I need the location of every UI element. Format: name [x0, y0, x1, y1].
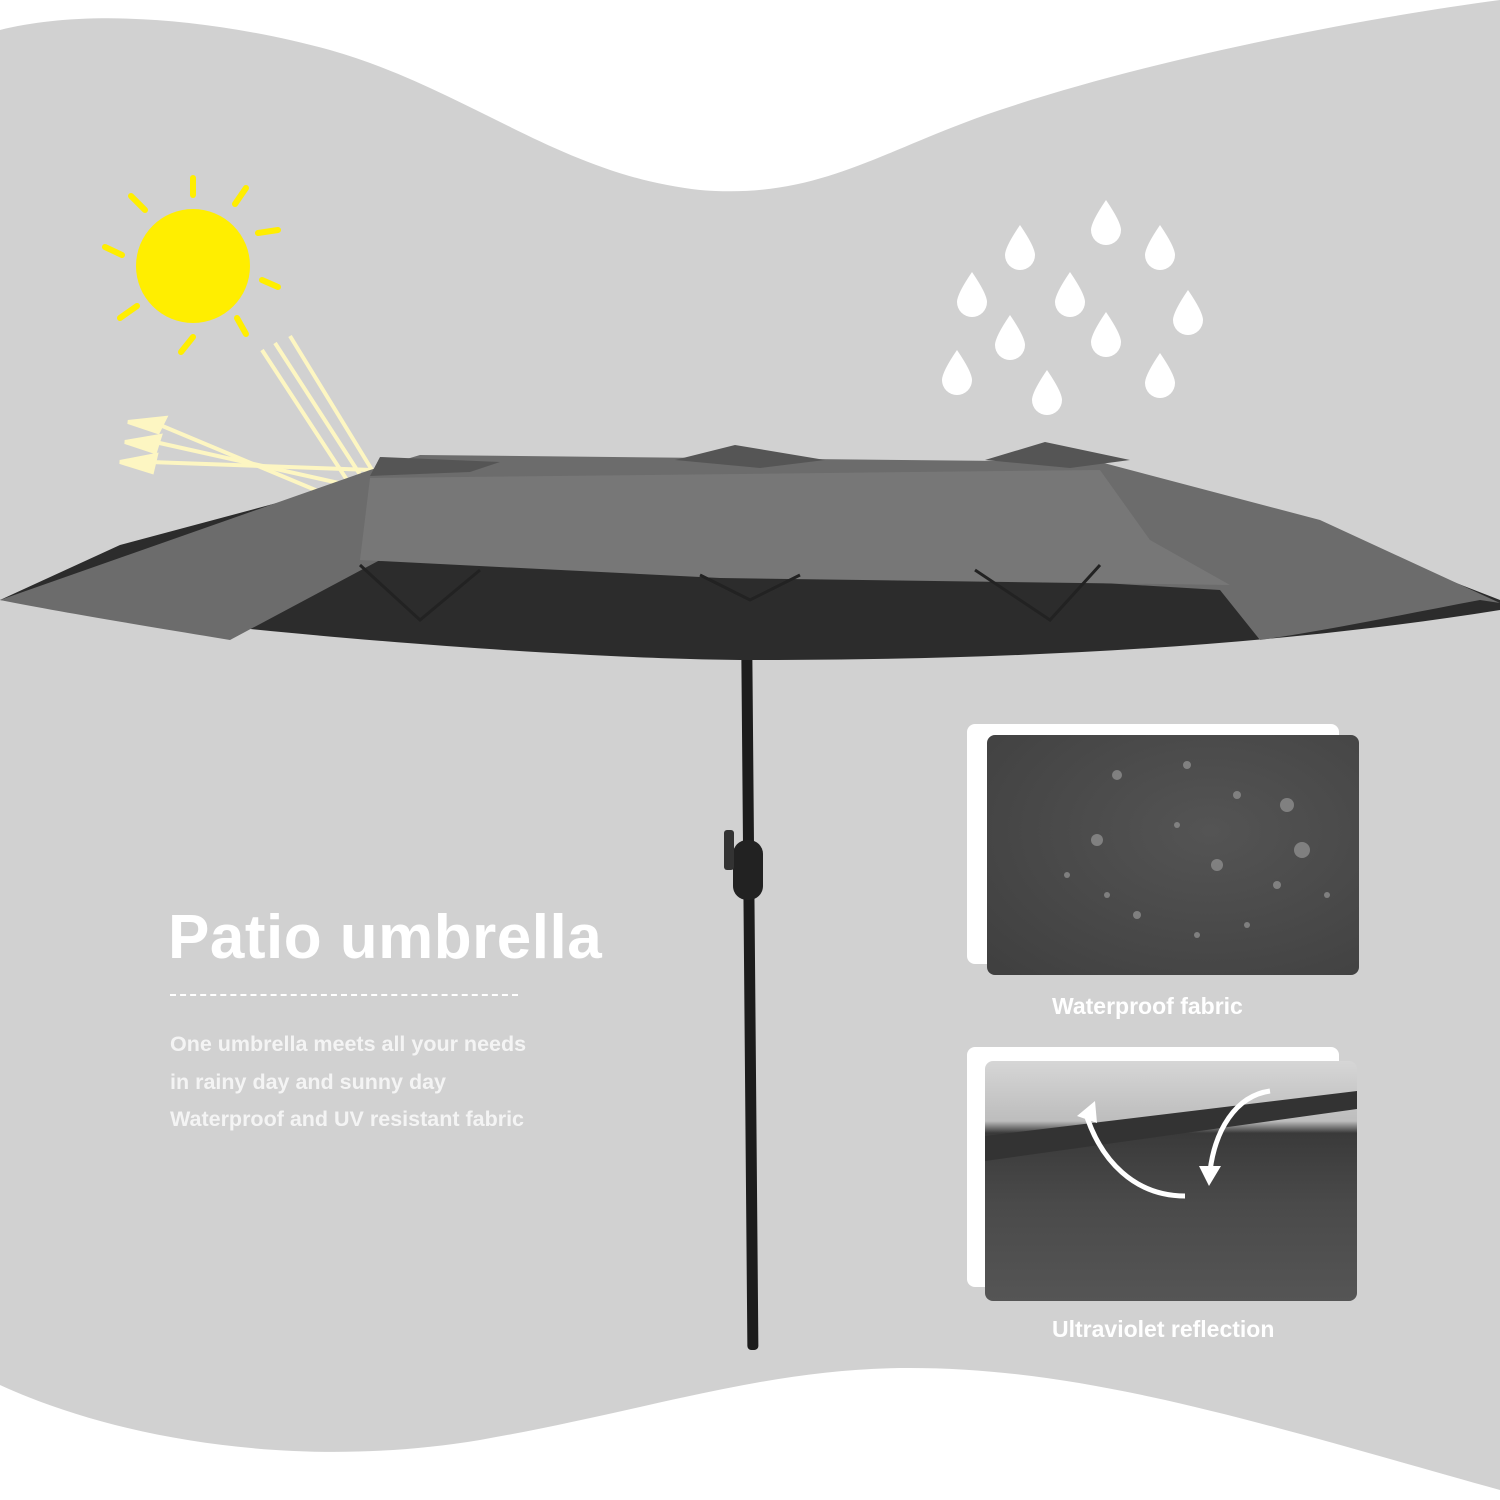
- description-line: Waterproof and UV resistant fabric: [170, 1107, 525, 1131]
- dashed-divider: [170, 994, 518, 996]
- water-droplets-icon: [1064, 761, 1330, 938]
- description-line: One umbrella meets all your needs: [170, 1032, 527, 1056]
- uv-reflection-image: [985, 1061, 1357, 1301]
- feature-card-waterproof: [967, 724, 1359, 976]
- page-title: Patio umbrella: [168, 903, 603, 972]
- sun-icon: [102, 175, 281, 355]
- bottom-wave: [0, 1367, 1500, 1500]
- rain-drops-icon: [942, 200, 1203, 415]
- waterproof-fabric-image: [987, 735, 1359, 975]
- feature-caption: Waterproof fabric: [1052, 993, 1243, 1019]
- description-line: in rainy day and sunny day: [170, 1069, 446, 1094]
- feature-caption: Ultraviolet reflection: [1052, 1316, 1275, 1342]
- reflection-arrows-icon: [985, 1088, 1357, 1199]
- description: One umbrella meets all your needs in rai…: [170, 1026, 526, 1139]
- feature-card-uv: [967, 1047, 1359, 1303]
- top-wave: [0, 0, 1500, 192]
- umbrella-illustration: [0, 442, 1500, 1351]
